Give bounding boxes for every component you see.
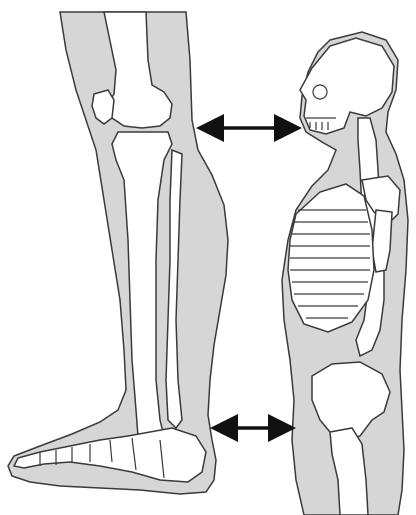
torso-figure [282, 32, 408, 515]
leg-figure [8, 12, 228, 494]
eye-socket [313, 85, 327, 99]
